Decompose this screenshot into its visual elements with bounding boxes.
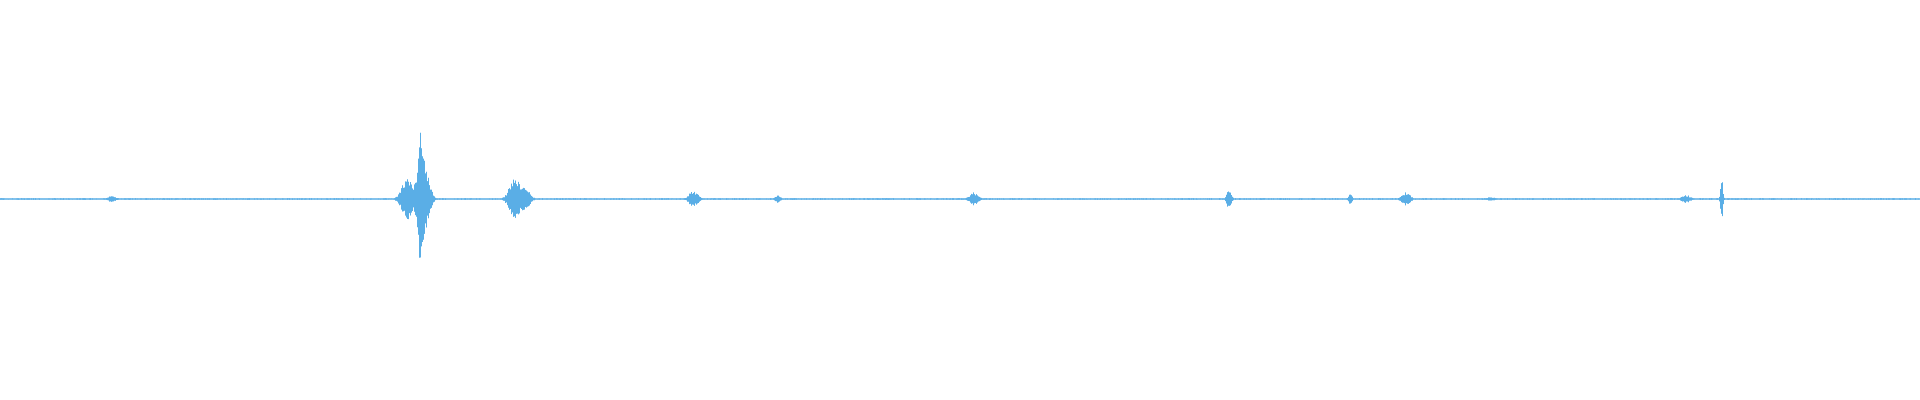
waveform-path [0,132,1920,258]
